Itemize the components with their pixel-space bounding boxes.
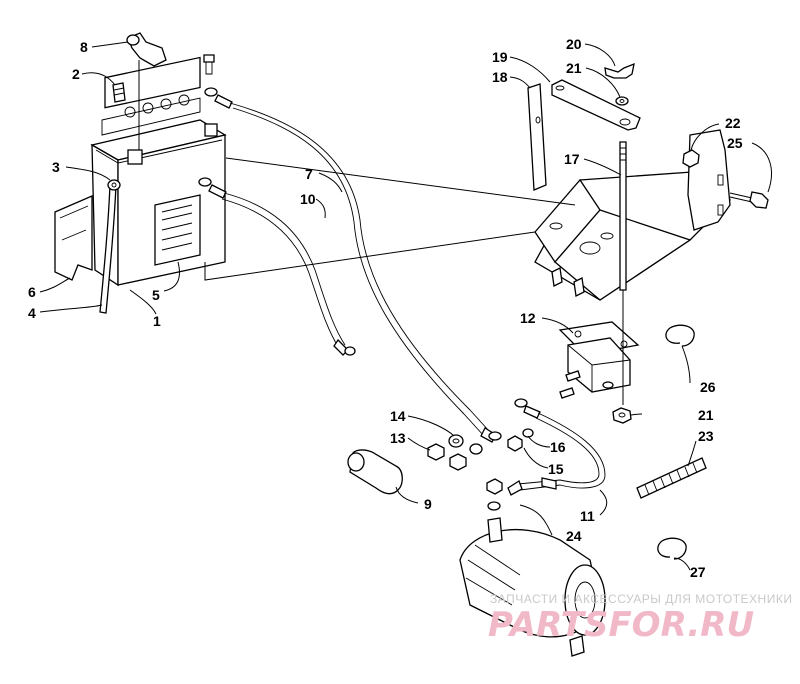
callout-8: 8	[80, 39, 88, 55]
starter-nut[interactable]	[486, 478, 503, 511]
battery-label	[154, 194, 201, 266]
strap-bracket[interactable]	[551, 79, 641, 131]
callout-leaders	[39, 41, 772, 571]
callout-16: 16	[550, 439, 566, 455]
callout-25: 25	[727, 135, 743, 151]
hex-nut-13b[interactable]	[449, 453, 467, 471]
callout-11: 11	[580, 508, 595, 524]
starter-solenoid[interactable]	[558, 321, 640, 399]
positive-cable[interactable]	[204, 87, 502, 443]
callout-9: 9	[424, 496, 432, 512]
callout-14: 14	[390, 408, 406, 424]
bracket-bolt[interactable]	[729, 191, 769, 209]
watermark-tagline: ЗАПЧАСТИ И АКСЕССУАРЫ ДЛЯ МОТОТЕХНИКИ	[490, 592, 792, 606]
snap-ring-27[interactable]	[657, 537, 687, 560]
starter-motor[interactable]	[459, 517, 606, 657]
hold-down-rod[interactable]	[619, 141, 627, 291]
callout-3: 3	[52, 159, 60, 175]
assembly-leader	[204, 231, 536, 281]
washer-15[interactable]	[522, 428, 534, 438]
callout-18: 18	[492, 69, 508, 85]
callout-labels: 1 2 3 4 5 6 7 8 9 10 11 12 13 14 15 16 1…	[28, 36, 743, 580]
callout-13: 13	[390, 430, 406, 446]
callout-20: 20	[566, 36, 582, 52]
battery-box[interactable]	[534, 129, 731, 301]
callout-7: 7	[305, 166, 313, 182]
nut[interactable]	[682, 149, 700, 168]
tube-clamp[interactable]	[107, 179, 121, 191]
lock-washer-14[interactable]	[448, 434, 464, 448]
vent-tube[interactable]	[99, 184, 117, 314]
watermark-brand: PARTSFOR.RU	[488, 605, 754, 645]
callout-27: 27	[690, 564, 706, 580]
callout-6: 6	[28, 284, 36, 300]
assembly-leader-upper	[225, 157, 576, 206]
spring[interactable]	[636, 457, 707, 499]
callout-2: 2	[72, 66, 80, 82]
callout-24: 24	[566, 528, 582, 544]
callout-4: 4	[28, 305, 36, 321]
callout-17: 17	[564, 151, 580, 167]
callout-21-bottom: 21	[698, 407, 714, 423]
callout-10: 10	[300, 191, 316, 207]
terminal-cap[interactable]	[126, 32, 167, 67]
bolt[interactable]	[203, 54, 215, 75]
watermark: ЗАПЧАСТИ И АКСЕССУАРЫ ДЛЯ МОТОТЕХНИКИ PA…	[488, 592, 792, 645]
terminal-boot[interactable]	[347, 449, 403, 495]
callout-26: 26	[700, 379, 716, 395]
terminal-bolt[interactable]	[112, 82, 126, 103]
callout-22: 22	[725, 115, 741, 131]
callout-5: 5	[152, 287, 160, 303]
nut-16[interactable]	[507, 435, 523, 452]
snap-ring-26[interactable]	[665, 324, 695, 347]
callout-19: 19	[492, 49, 508, 65]
callout-1: 1	[153, 313, 161, 329]
battery-pad[interactable]	[54, 195, 93, 281]
wing-nut[interactable]	[604, 62, 635, 79]
callout-15: 15	[548, 461, 564, 477]
callout-21-top: 21	[566, 60, 582, 76]
negative-cable[interactable]	[198, 177, 356, 356]
callout-23: 23	[698, 428, 714, 444]
lock-nut[interactable]	[612, 407, 632, 424]
hex-nut-13[interactable]	[427, 443, 445, 461]
lock-washer-14b[interactable]	[469, 443, 483, 455]
callout-12: 12	[520, 310, 536, 326]
hold-down-strap[interactable]	[527, 83, 547, 191]
washer-top[interactable]	[615, 96, 629, 106]
starter-cable[interactable]	[507, 398, 606, 496]
battery[interactable]	[90, 56, 227, 287]
